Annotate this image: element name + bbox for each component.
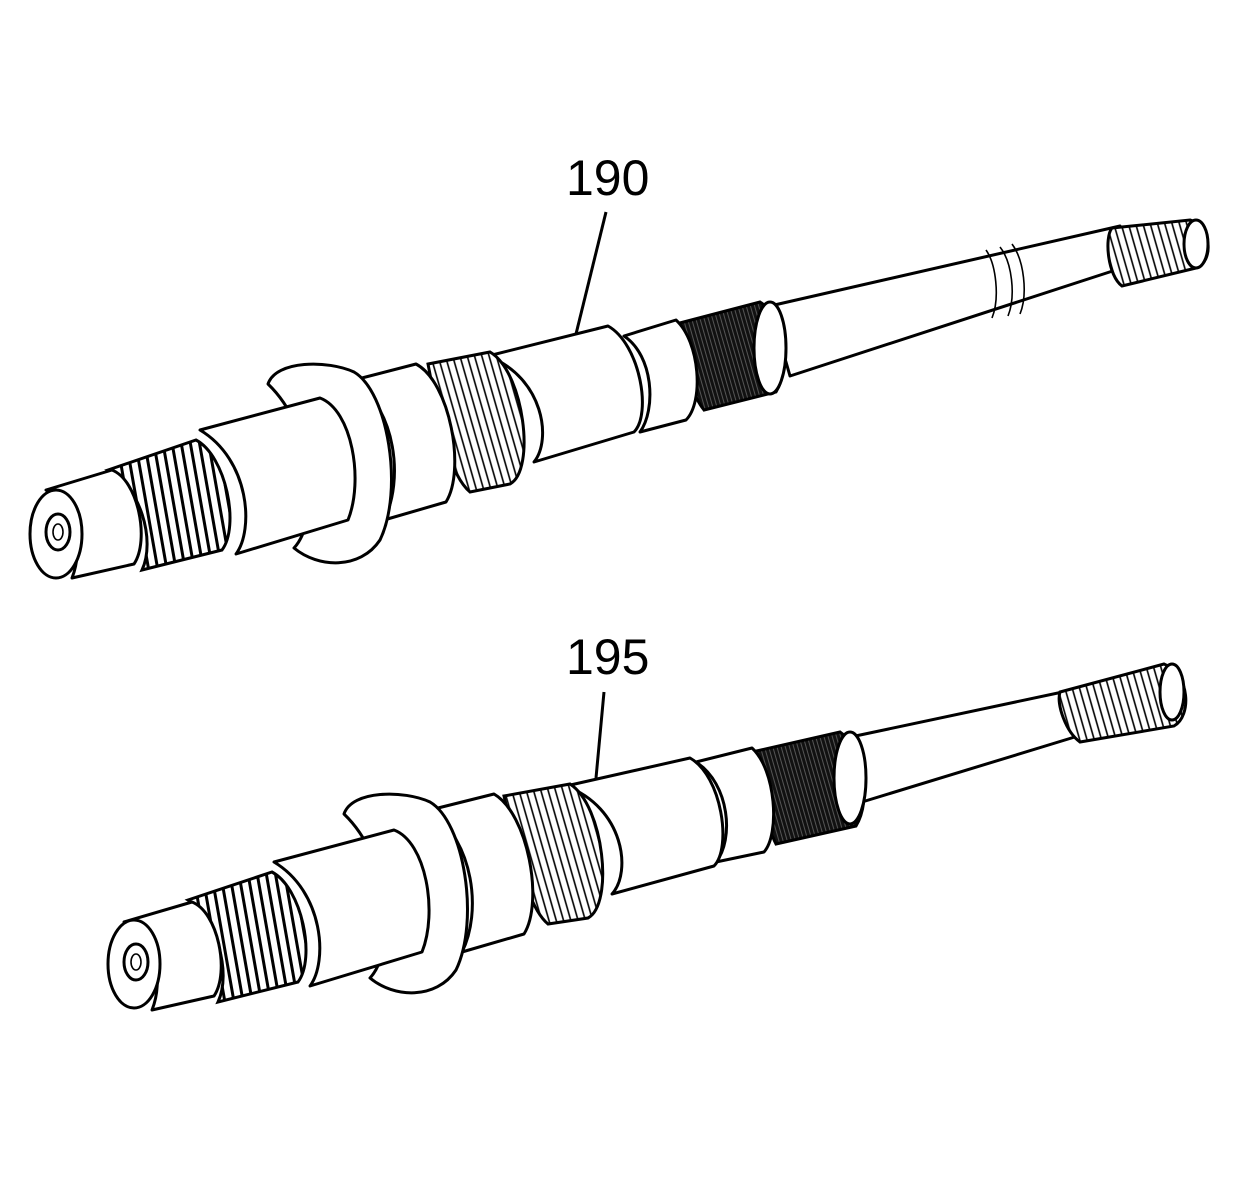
shaft-190-journal — [198, 396, 357, 556]
shaft-195-collar-a — [564, 756, 725, 896]
shaft-195-tip-end — [1158, 662, 1186, 722]
shaft-190-collar-b — [622, 318, 699, 434]
callout-195-leader — [594, 691, 606, 779]
callout-190-leader — [574, 211, 608, 335]
shaft-190 — [28, 218, 1210, 580]
shaft-195-tail — [844, 688, 1080, 804]
shaft-190-groove — [985, 249, 998, 319]
callout-195-label: 195 — [566, 629, 649, 685]
shaft-195-journal — [272, 828, 431, 988]
shaft-190-collar-a — [486, 324, 644, 464]
shaft-190-tail — [768, 224, 1130, 378]
shaft-190-tip-end — [1182, 218, 1210, 270]
shaft-195 — [106, 662, 1188, 1012]
shaft-195-collar-b — [694, 746, 776, 864]
shaft-195-hub — [428, 792, 535, 954]
callout-190-label: 190 — [566, 150, 649, 206]
